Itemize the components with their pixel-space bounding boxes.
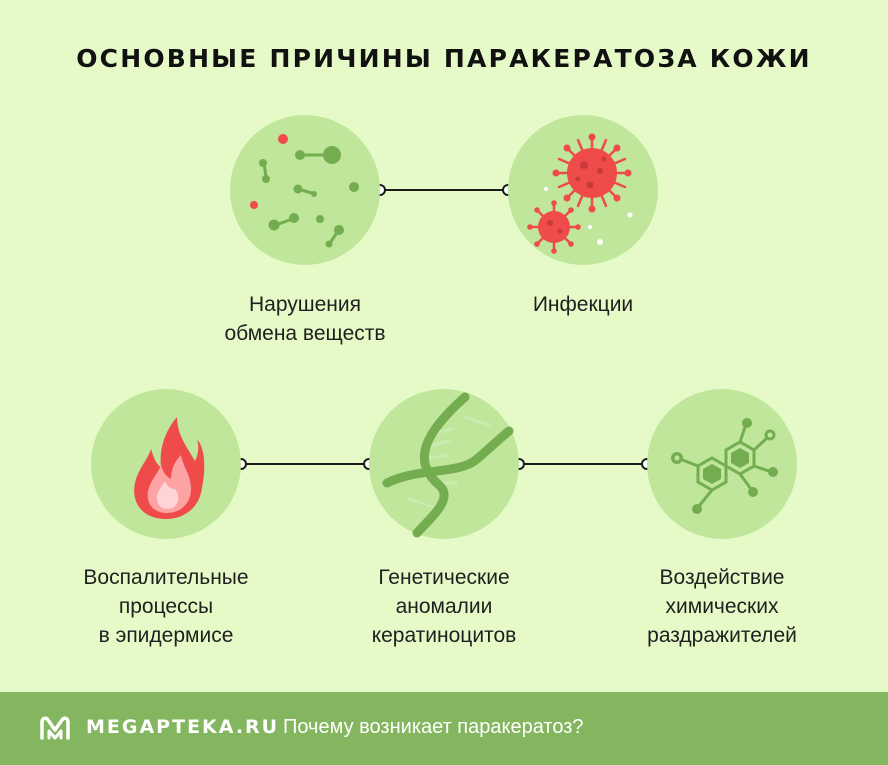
brand-name[interactable]: MEGAPTEKA.RU xyxy=(86,716,280,738)
cause-label-infections: Инфекции xyxy=(532,293,634,316)
dna-icon xyxy=(382,392,514,538)
flame-icon xyxy=(134,417,205,519)
chemical-structure-icon xyxy=(671,418,778,514)
cause-label-genetic: Генетические аномалии кератиноцитов xyxy=(371,566,517,647)
megapteka-logo-icon[interactable] xyxy=(38,714,72,742)
cause-circle-genetic xyxy=(369,389,519,539)
virus-icon xyxy=(527,133,633,254)
footer-question: Почему возникает паракератоз? xyxy=(283,716,584,738)
footer-bar xyxy=(0,692,888,765)
cause-circle-inflammation xyxy=(91,389,241,539)
molecules-icon xyxy=(250,134,359,248)
page-title: ОСНОВНЫЕ ПРИЧИНЫ ПАРАКЕРАТОЗА КОЖИ xyxy=(76,44,812,73)
cause-circle-infections xyxy=(508,115,658,265)
cause-label-chemical: Воздействие химических раздражителей xyxy=(647,566,797,647)
cause-label-inflammation: Воспалительные процессы в эпидермисе xyxy=(83,566,249,647)
cause-circle-chemical xyxy=(647,389,797,539)
cause-circle-metabolism xyxy=(230,115,380,265)
cause-label-metabolism: Нарушения обмена веществ xyxy=(224,293,386,345)
